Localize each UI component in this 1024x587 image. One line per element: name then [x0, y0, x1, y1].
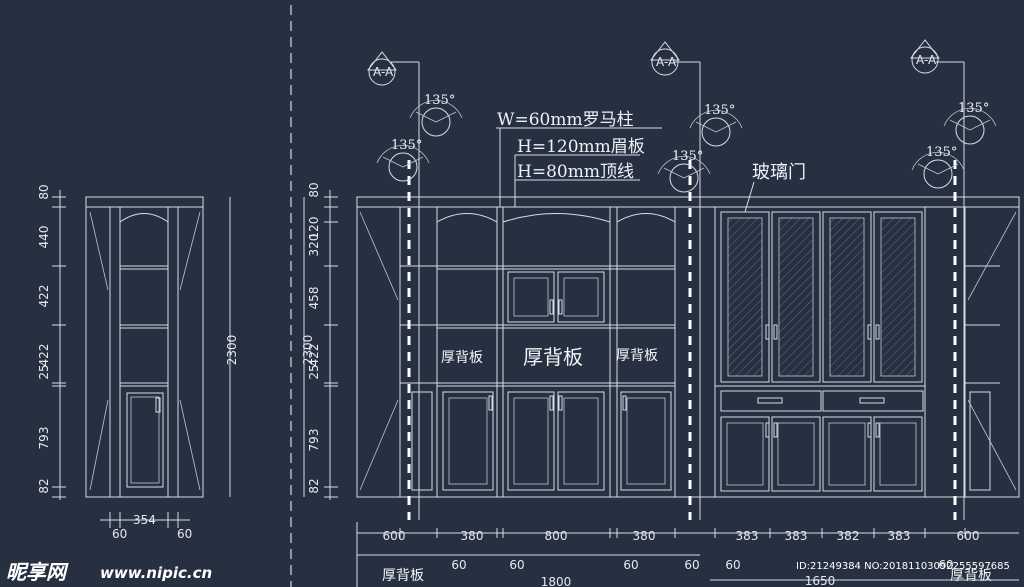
side-height-label: 422 [37, 344, 51, 367]
angle-label: 135° [391, 138, 422, 153]
roman-column-label: W=60mm罗马柱 [497, 110, 634, 130]
column-width-label: 60 [623, 558, 638, 572]
side-height-label: 440 [37, 226, 51, 249]
side-width-right: 60 [177, 527, 192, 541]
front-height-label: 82 [307, 478, 321, 493]
angle-label: 135° [704, 103, 735, 118]
lintel-label: H=120mm眉板 [517, 137, 645, 157]
front-width-label: 800 [545, 529, 568, 543]
front-height-label: 458 [307, 287, 321, 310]
back-panel-label-bottom-left: 厚背板 [382, 568, 424, 584]
angle-label: 135° [672, 149, 703, 164]
leader-lines [496, 127, 755, 213]
front-width-label: 382 [837, 529, 860, 543]
front-width-label: 600 [383, 529, 406, 543]
column-width-label: 60 [938, 558, 953, 572]
front-height-label: 793 [307, 429, 321, 452]
front-elevation [356, 196, 1020, 498]
side-height-label: 82 [37, 478, 51, 493]
column-width-label: 60 [451, 558, 466, 572]
section-marker-2: A-A [649, 41, 681, 76]
side-width-main: 354 [133, 513, 156, 527]
side-height-label: 793 [37, 427, 51, 450]
front-height-label: 120 [307, 217, 321, 240]
section-marker-3: A-A [909, 39, 941, 74]
side-height-dims [59, 190, 231, 500]
side-height-label: 80 [37, 184, 51, 199]
back-panel-label-left: 厚背板 [441, 350, 483, 366]
back-panel-label-right: 厚背板 [616, 348, 658, 364]
overall-width-label: 1650 [805, 574, 836, 587]
front-height-label: 25 [307, 364, 321, 379]
front-width-labels: 600 380 800 380 383 383 382 383 600 60 60 60 60 60 60 1… [383, 528, 980, 587]
watermark-logo: 昵享网 [6, 560, 69, 584]
front-total-height: 2300 [301, 335, 315, 366]
watermark-url: www.nipic.cn [100, 564, 212, 582]
front-width-label: 380 [461, 529, 484, 543]
svg-text:A-A: A-A [656, 55, 677, 69]
angle-label: 135° [424, 93, 455, 108]
column-width-label: 60 [509, 558, 524, 572]
overall-width-label: 1800 [541, 575, 572, 587]
angle-label: 135° [958, 101, 989, 116]
column-width-label: 60 [684, 558, 699, 572]
svg-text:A-A: A-A [373, 65, 394, 79]
side-elevation [85, 196, 204, 498]
front-height-dims [303, 190, 331, 500]
section-marker-1: A-A [366, 51, 398, 86]
front-width-label: 383 [785, 529, 808, 543]
angle-label: 135° [926, 145, 957, 160]
side-width-left: 60 [112, 527, 127, 541]
front-width-label: 383 [888, 529, 911, 543]
watermark-id: ID:21249384 NO:20181103092255597685 [796, 561, 1010, 572]
back-panel-label-center: 厚背板 [523, 345, 583, 369]
front-height-label: 422 [307, 344, 321, 367]
front-width-label: 380 [633, 529, 656, 543]
front-width-label: 600 [957, 529, 980, 543]
front-height-label: 320 [307, 234, 321, 257]
side-height-label: 422 [37, 285, 51, 308]
section-centerlines [391, 61, 965, 520]
column-width-label: 60 [725, 558, 740, 572]
glass-door-label: 玻璃门 [752, 162, 806, 183]
side-height-label: 25 [37, 364, 51, 379]
side-total-height: 2300 [225, 335, 239, 366]
front-width-label: 383 [736, 529, 759, 543]
front-height-label: 80 [307, 182, 321, 197]
side-width-dims: 354 60 60 [100, 512, 192, 541]
svg-text:A-A: A-A [916, 53, 937, 67]
front-width-dims [356, 522, 1019, 587]
column-capitals: 135° 135° 135° 135° 135° 135° [376, 93, 997, 193]
top-molding-label: H=80mm顶线 [517, 162, 634, 182]
watermark: 昵享网 www.nipic.cn ID:21249384 NO:20181103… [6, 560, 1010, 584]
